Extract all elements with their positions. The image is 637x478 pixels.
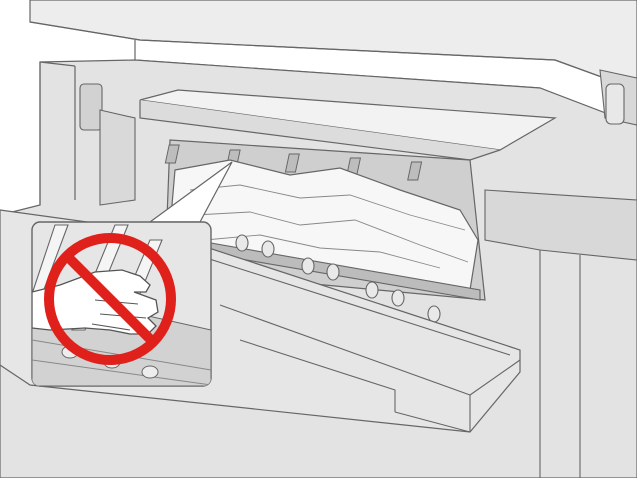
no-touch-prohibition-icon xyxy=(44,233,176,365)
output-cover xyxy=(139,89,557,161)
callout-box xyxy=(31,221,212,387)
